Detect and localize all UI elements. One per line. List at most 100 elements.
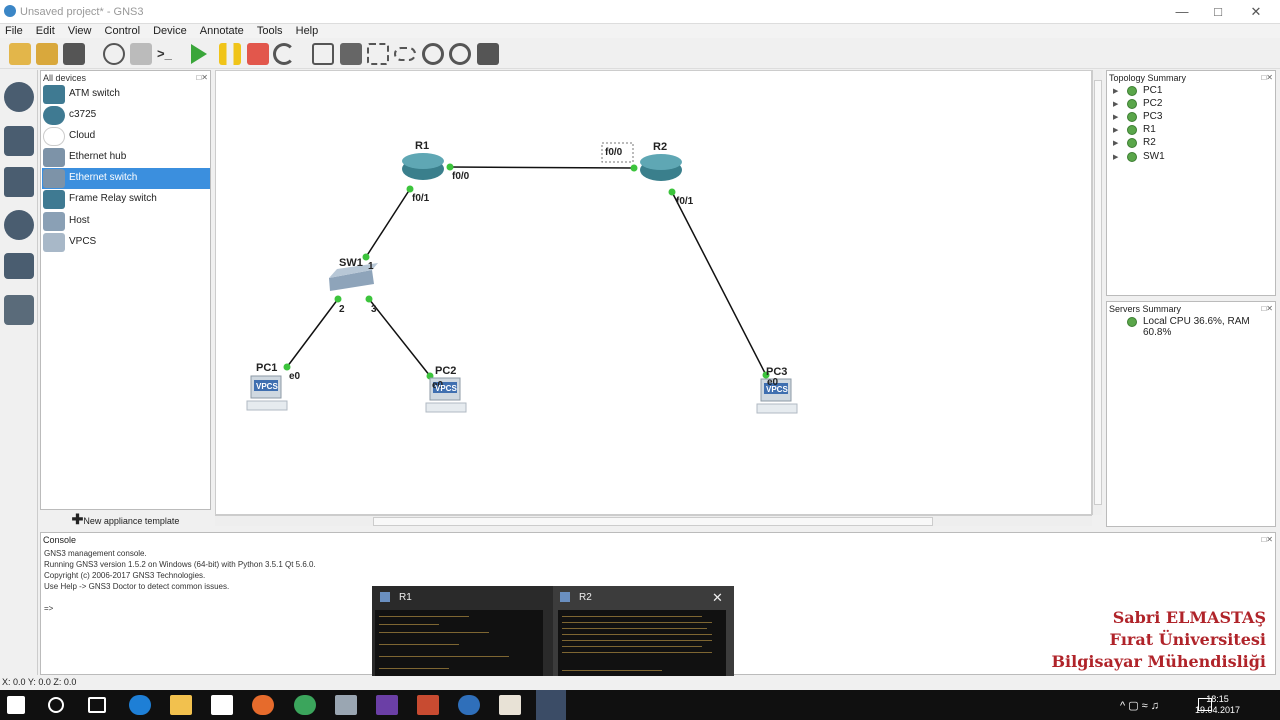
draw-rectangle-icon[interactable]: [367, 43, 389, 65]
panel-float-close-icon[interactable]: □✕: [1261, 73, 1273, 82]
show-interface-labels-icon[interactable]: [130, 43, 152, 65]
device-host[interactable]: Host: [42, 211, 210, 232]
panel-float-close-icon[interactable]: □✕: [1261, 304, 1273, 313]
router-icon: [43, 106, 65, 125]
minimize-icon[interactable]: —: [1175, 4, 1189, 19]
vertical-scroll-thumb[interactable]: [1094, 80, 1102, 505]
canvas-horizontal-scrollbar[interactable]: [215, 515, 1092, 526]
node-pc1-label[interactable]: PC1: [256, 362, 278, 374]
console-all-icon[interactable]: >_: [157, 46, 172, 61]
new-appliance-template-button[interactable]: ✚New appliance template: [40, 511, 211, 527]
port-label-pc2-e0: e0: [432, 380, 444, 391]
maximize-icon[interactable]: □: [1214, 4, 1222, 19]
new-project-icon[interactable]: [9, 43, 31, 65]
system-clock[interactable]: 18:15 19.04.2017: [1195, 694, 1240, 716]
device-cloud[interactable]: Cloud: [42, 126, 210, 147]
port-dot: [630, 164, 638, 172]
start-all-icon[interactable]: [191, 44, 207, 64]
edge-browser-icon[interactable]: [129, 695, 151, 715]
close-icon[interactable]: ✕: [1250, 4, 1262, 19]
save-project-icon[interactable]: [63, 43, 85, 65]
switch-sw1-icon[interactable]: [329, 270, 374, 291]
app-icon[interactable]: [335, 695, 357, 715]
node-pc3-label[interactable]: PC3: [766, 366, 788, 378]
draw-ellipse-icon[interactable]: [394, 47, 416, 61]
chrome-icon[interactable]: [294, 695, 316, 715]
expand-arrow-icon[interactable]: ▶: [1113, 127, 1119, 134]
windows-start-icon[interactable]: [7, 696, 25, 714]
stop-all-icon[interactable]: [247, 43, 269, 65]
node-r2-label[interactable]: R2: [653, 141, 668, 153]
end-devices-icon[interactable]: [4, 167, 34, 197]
add-link-icon[interactable]: [4, 295, 34, 325]
search-icon[interactable]: [48, 697, 64, 713]
all-devices-icon[interactable]: [4, 253, 34, 279]
zoom-in-icon[interactable]: [422, 43, 444, 65]
putty-taskbar-button[interactable]: [536, 690, 566, 720]
notification-icon[interactable]: [1198, 698, 1212, 711]
link-r1-sw1[interactable]: [365, 188, 411, 258]
console-prompt[interactable]: =>: [44, 604, 54, 613]
firefox-icon[interactable]: [252, 695, 274, 715]
task-view-icon[interactable]: [88, 697, 106, 713]
device-ethernet-hub[interactable]: Ethernet hub: [42, 147, 210, 168]
system-tray-icons[interactable]: ^ ▢ ≈ ♫: [1120, 700, 1160, 712]
menu-help[interactable]: Help: [295, 25, 319, 37]
panel-float-close-icon[interactable]: □✕: [196, 73, 208, 82]
preview-r1-title[interactable]: R1: [399, 592, 412, 603]
expand-arrow-icon[interactable]: ▶: [1113, 154, 1119, 161]
menu-file[interactable]: File: [5, 25, 23, 37]
canvas-vertical-scrollbar[interactable]: [1092, 70, 1102, 515]
expand-arrow-icon[interactable]: ▶: [1113, 114, 1119, 121]
link-sw1-pc2[interactable]: [368, 298, 431, 377]
preview-r2-title[interactable]: R2: [579, 592, 592, 603]
device-c3725[interactable]: c3725: [42, 105, 210, 126]
expand-arrow-icon[interactable]: ▶: [1113, 101, 1119, 108]
device-frame-relay-switch[interactable]: Frame Relay switch: [42, 189, 210, 210]
reload-all-icon[interactable]: [273, 43, 295, 65]
link-sw1-pc1[interactable]: [286, 298, 339, 368]
menu-control[interactable]: Control: [104, 25, 141, 37]
security-devices-icon[interactable]: [4, 210, 34, 240]
console-line: Use Help -> GNS3 Doctor to detect common…: [44, 582, 230, 591]
node-sw1-label[interactable]: SW1: [339, 257, 363, 269]
node-r1-label[interactable]: R1: [415, 140, 430, 152]
open-project-icon[interactable]: [36, 43, 58, 65]
app-icon-2[interactable]: [499, 695, 521, 715]
store-icon[interactable]: [211, 695, 233, 715]
menu-annotate[interactable]: Annotate: [199, 25, 244, 37]
app-e-icon[interactable]: [458, 695, 480, 715]
close-preview-icon[interactable]: ✕: [712, 590, 723, 605]
device-atm-switch[interactable]: ATM switch: [42, 84, 210, 105]
link-r1-r2[interactable]: [449, 166, 635, 169]
insert-image-icon[interactable]: [340, 43, 362, 65]
file-explorer-icon[interactable]: [170, 695, 192, 715]
panel-float-close-icon[interactable]: □✕: [1261, 535, 1273, 544]
preview-r1-thumbnail[interactable]: [375, 610, 543, 682]
preview-r2-thumbnail[interactable]: [558, 610, 726, 682]
window-title: Unsaved project* - GNS3: [20, 6, 144, 18]
expand-arrow-icon[interactable]: ▶: [1113, 88, 1119, 95]
server-local[interactable]: Local CPU 36.6%, RAM 60.8%: [1113, 316, 1275, 338]
node-pc2-label[interactable]: PC2: [435, 365, 457, 377]
powerpoint-icon[interactable]: [417, 695, 439, 715]
routers-icon[interactable]: [4, 82, 34, 112]
menu-tools[interactable]: Tools: [256, 25, 283, 37]
snapshot-clock-icon[interactable]: [103, 43, 125, 65]
device-vpcs[interactable]: VPCS: [42, 232, 210, 253]
device-ethernet-switch[interactable]: Ethernet switch: [42, 168, 210, 189]
menu-view[interactable]: View: [67, 25, 92, 37]
menu-device[interactable]: Device: [153, 25, 187, 37]
visual-studio-icon[interactable]: [376, 695, 398, 715]
horizontal-scroll-thumb[interactable]: [373, 517, 933, 526]
zoom-out-icon[interactable]: [449, 43, 471, 65]
screenshot-icon[interactable]: [477, 43, 499, 65]
switches-icon[interactable]: [4, 126, 34, 156]
expand-arrow-icon[interactable]: ▶: [1113, 140, 1119, 147]
menu-edit[interactable]: Edit: [35, 25, 55, 37]
link-r2-pc3[interactable]: [671, 191, 767, 376]
topology-canvas[interactable]: R1 R2 SW1 PC1 PC2 PC3 f0/0 f0/1 f0/0 f0/…: [215, 70, 1092, 515]
topology-summary-title: Topology Summary: [1109, 73, 1187, 83]
suspend-all-icon[interactable]: [219, 43, 241, 65]
add-note-icon[interactable]: [312, 43, 334, 65]
